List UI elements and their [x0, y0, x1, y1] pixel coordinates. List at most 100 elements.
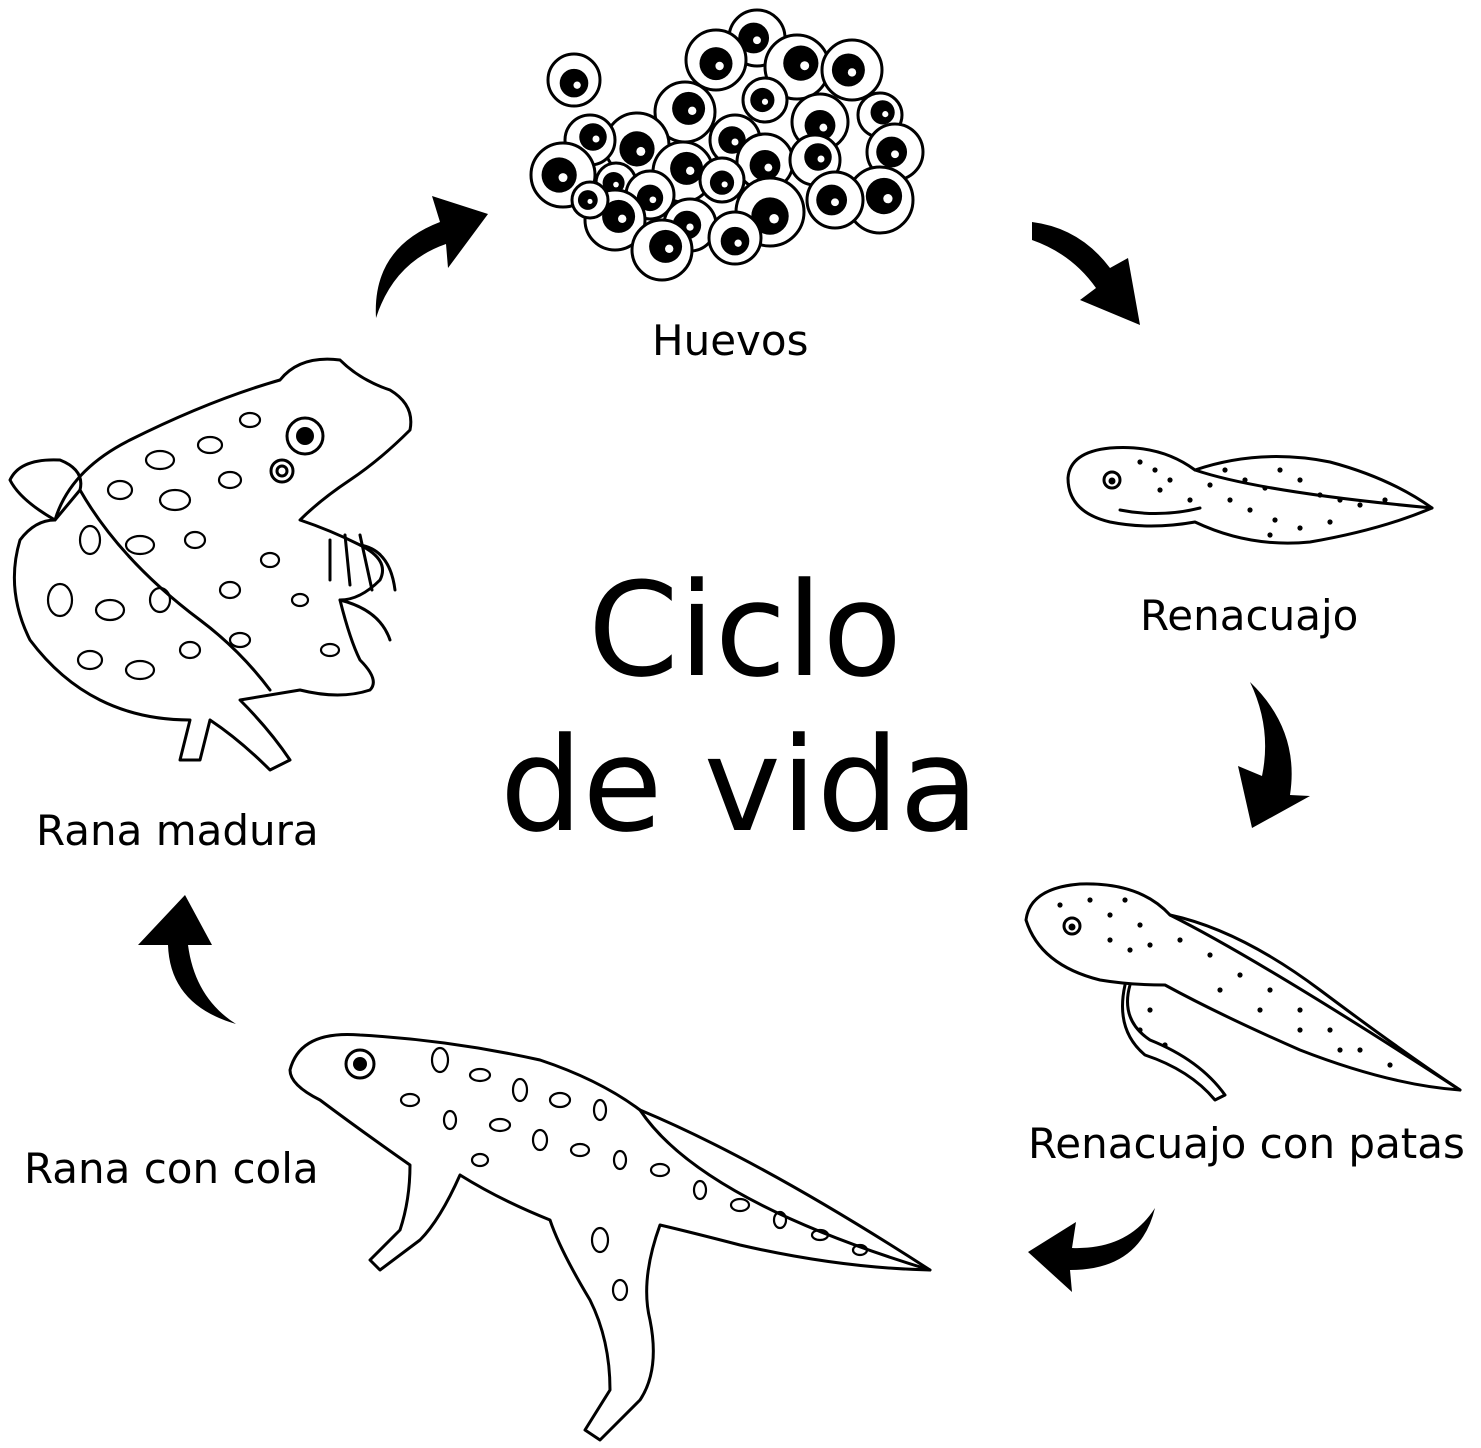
speckle [1127, 947, 1133, 953]
skin-spot [612, 1149, 628, 1171]
speckle [1147, 1007, 1153, 1013]
skin-spot [228, 631, 252, 649]
speckle [1162, 1042, 1168, 1048]
curved-arrow-icon [138, 895, 236, 1024]
skin-spot [196, 435, 224, 455]
curved-arrow-icon [1032, 222, 1140, 325]
frog-egg [653, 80, 717, 144]
speckle [1152, 467, 1158, 473]
speckle [1137, 459, 1143, 465]
speckle [1227, 497, 1233, 503]
skin-spot [611, 1278, 629, 1302]
skin-spot [290, 592, 310, 608]
stage-label-rana-madura: Rana madura [36, 806, 319, 855]
speckle [1262, 485, 1268, 491]
curved-arrow-icon [375, 196, 488, 318]
skin-spot [531, 1128, 549, 1152]
skin-spot [772, 1210, 788, 1230]
speckle [1087, 897, 1093, 903]
speckle [1267, 987, 1273, 993]
frog-egg [805, 170, 865, 230]
skin-spot [144, 449, 176, 471]
skin-spot [106, 479, 134, 501]
speckle [1107, 937, 1113, 943]
speckle [1382, 497, 1388, 503]
skin-spot [94, 598, 126, 622]
skin-spot [124, 659, 156, 681]
speckle [1177, 937, 1183, 943]
speckle [1207, 482, 1213, 488]
skin-spot [810, 1228, 830, 1242]
speckle [1137, 922, 1143, 928]
speckle [1297, 1007, 1303, 1013]
speckle [1297, 477, 1303, 483]
curved-arrow-icon [1028, 1208, 1155, 1292]
frog-egg [741, 76, 789, 124]
speckle [1157, 487, 1163, 493]
skin-spot [851, 1243, 869, 1257]
frog-egg [707, 210, 763, 266]
skin-spot [470, 1152, 490, 1168]
skin-spot [158, 488, 192, 512]
skin-spot [430, 1046, 450, 1074]
speckle [1337, 1047, 1343, 1053]
speckle [1317, 492, 1323, 498]
skin-spot [319, 642, 341, 658]
skin-spot [511, 1077, 529, 1103]
speckle [1357, 1047, 1363, 1053]
adult-frog-icon [8, 357, 413, 772]
speckle [1272, 517, 1278, 523]
frog-egg [820, 38, 884, 102]
speckle [1297, 525, 1303, 531]
speckle [1137, 1027, 1143, 1033]
skin-spot [78, 524, 102, 556]
speckle [1277, 467, 1283, 473]
skin-spot [46, 582, 74, 618]
arrow-frog-to-eggs [375, 196, 488, 318]
arrow-legs-to-froglet [1028, 1208, 1155, 1292]
skin-spot [259, 551, 281, 569]
speckle [1222, 467, 1228, 473]
speckle [1297, 1027, 1303, 1033]
frog-egg [698, 156, 746, 204]
speckle [1257, 1007, 1263, 1013]
speckle [1267, 532, 1273, 538]
speckle [1122, 897, 1128, 903]
curved-arrow-icon [1238, 682, 1310, 828]
speckle [1187, 497, 1193, 503]
frog-egg [684, 28, 748, 92]
speckle [1387, 1062, 1393, 1068]
skin-spot [124, 534, 156, 556]
skin-spot [76, 649, 104, 671]
skin-spot [238, 411, 262, 429]
speckle [1242, 477, 1248, 483]
frog-egg [546, 52, 602, 108]
skin-spot [729, 1197, 751, 1213]
frog-egg [630, 218, 694, 282]
skin-spot [399, 1092, 421, 1108]
arrow-eggs-to-tadpole [1032, 222, 1140, 325]
stage-label-huevos: Huevos [652, 316, 809, 365]
diagram-title-line-1: Ciclo [587, 554, 903, 706]
speckle [1237, 972, 1243, 978]
diagram-title-line-2: de vida [500, 709, 980, 861]
skin-spot [442, 1109, 458, 1131]
arrow-tadpole-to-legs [1238, 682, 1310, 828]
skin-spot [649, 1162, 671, 1178]
skin-spot [548, 1091, 572, 1109]
speckle [1107, 912, 1113, 918]
skin-spot [183, 530, 207, 550]
skin-spot [468, 1067, 492, 1083]
speckle [1327, 1027, 1333, 1033]
skin-spot [148, 586, 172, 614]
froglet-icon [288, 1032, 932, 1442]
speckle [1337, 497, 1343, 503]
speckle [1357, 502, 1363, 508]
speckle [1057, 902, 1063, 908]
frog-eggs-icon [529, 8, 925, 282]
skin-spot [592, 1098, 608, 1122]
frog-egg [845, 165, 915, 235]
speckle [1167, 477, 1173, 483]
skin-spot [488, 1117, 512, 1133]
